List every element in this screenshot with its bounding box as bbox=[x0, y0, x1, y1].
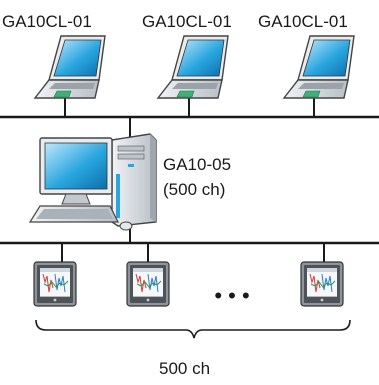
client-label: GA10CL-01 bbox=[142, 12, 232, 31]
recorders-ellipsis: • • • bbox=[214, 283, 249, 308]
recorder-icon bbox=[126, 261, 170, 307]
desktop-pc-icon bbox=[28, 133, 157, 231]
server-capacity-label: (500 ch) bbox=[163, 180, 226, 199]
total-channels-label: 500 ch bbox=[159, 359, 211, 378]
laptop-icon bbox=[157, 35, 229, 99]
laptop-icon bbox=[34, 35, 106, 99]
client-label: GA10CL-01 bbox=[258, 12, 348, 31]
laptop-icon bbox=[283, 35, 355, 99]
server-name-label: GA10-05 bbox=[163, 155, 232, 174]
client-label: GA10CL-01 bbox=[2, 12, 92, 31]
recorders-brace bbox=[35, 319, 351, 339]
recorder-icon bbox=[33, 261, 77, 307]
recorder-icon bbox=[300, 261, 344, 307]
